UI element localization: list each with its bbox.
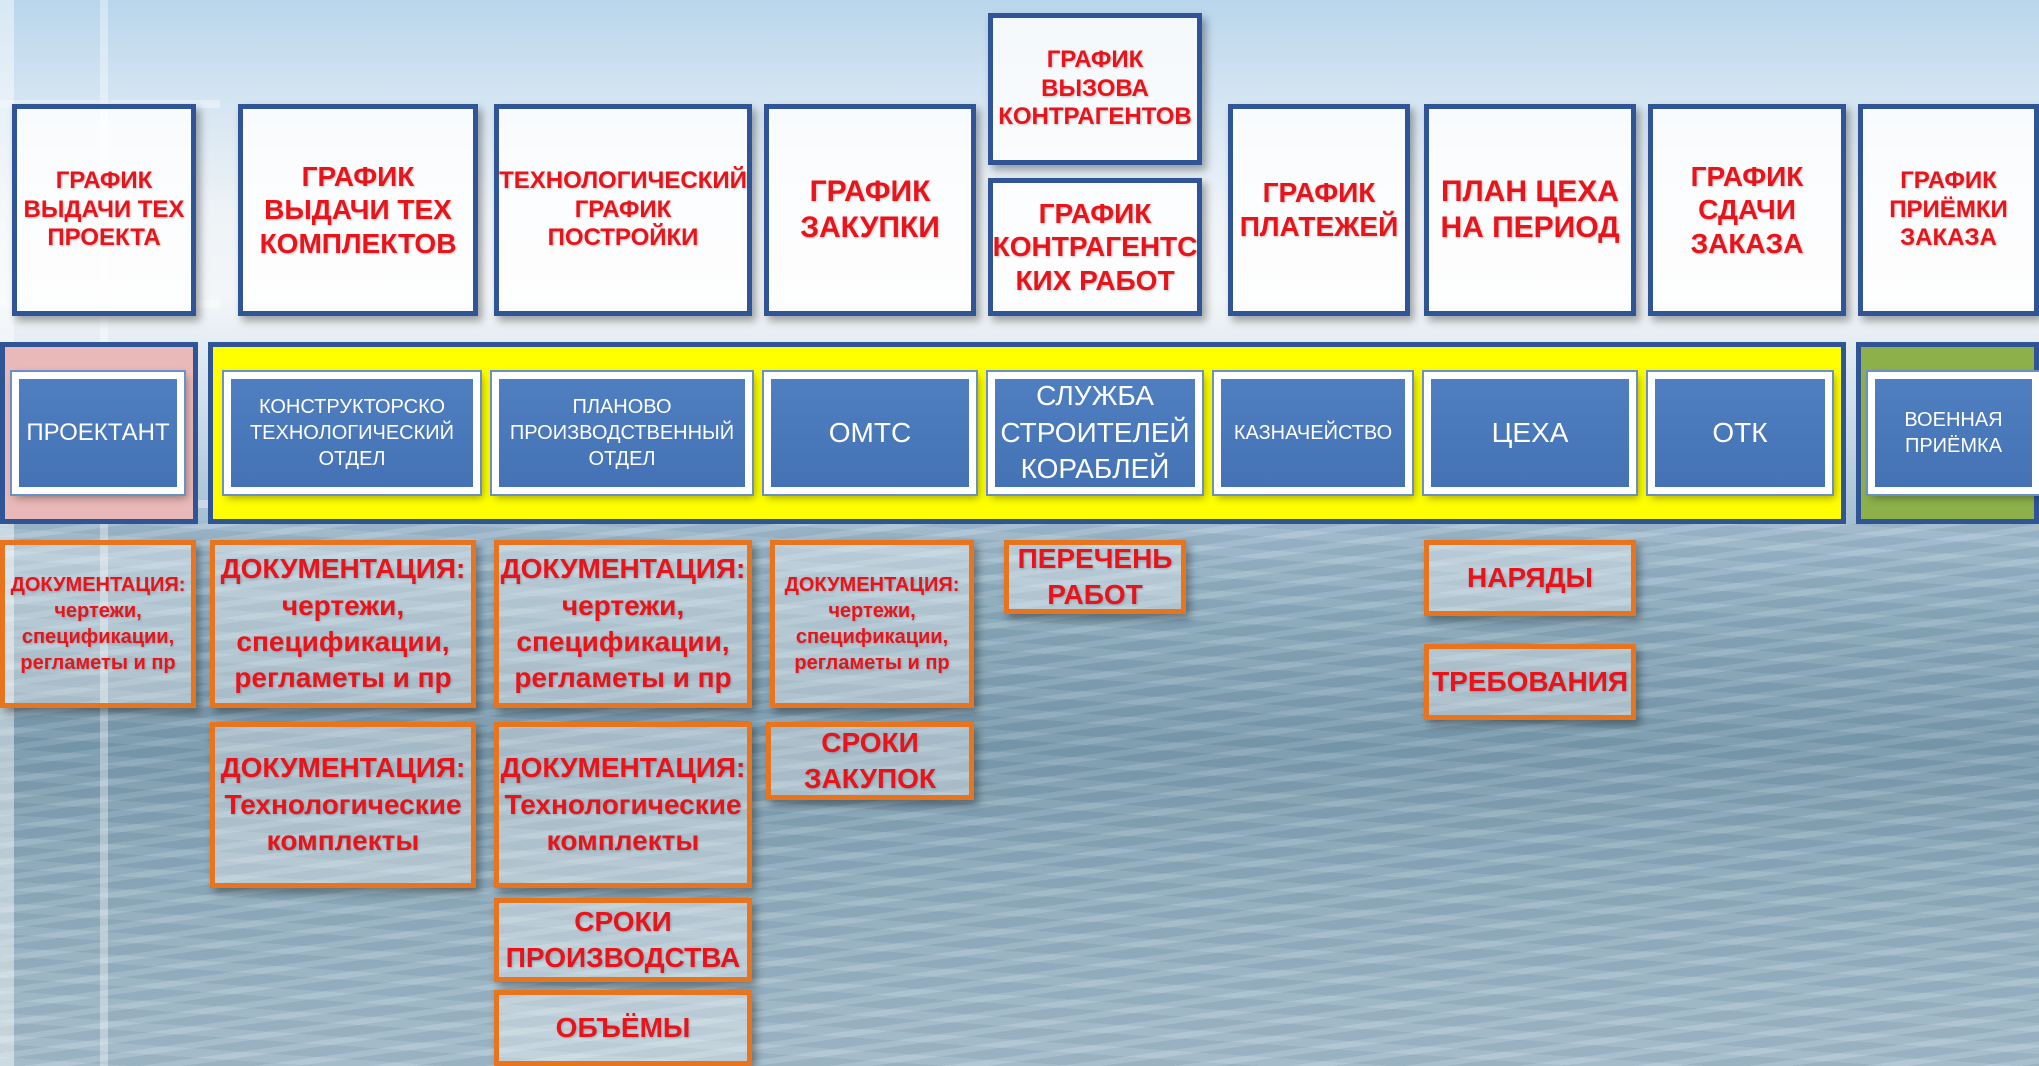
- doc-ppo-tech-sets: ДОКУМЕНТАЦИЯ: Технологические комплекты: [494, 722, 752, 888]
- doc-work-orders: НАРЯДЫ: [1424, 540, 1636, 616]
- doc-ppo-drawings: ДОКУМЕНТАЦИЯ: чертежи, спецификации, рег…: [494, 540, 752, 708]
- dept-quality-control: ОТК: [1648, 372, 1832, 494]
- doc-purchase-terms: СРОКИ ЗАКУПОК: [766, 722, 974, 800]
- schedule-tech-sets: ГРАФИК ВЫДАЧИ ТЕХ КОМПЛЕКТОВ: [238, 104, 478, 316]
- doc-works-list: ПЕРЕЧЕНЬ РАБОТ: [1004, 540, 1186, 614]
- schedule-payments: ГРАФИК ПЛАТЕЖЕЙ: [1228, 104, 1410, 316]
- dept-planning-production: ПЛАНОВО ПРОИЗВОДСТВЕННЫЙ ОТДЕЛ: [492, 372, 752, 494]
- doc-designer-drawings: ДОКУМЕНТАЦИЯ: чертежи, спецификации, рег…: [0, 540, 196, 708]
- schedule-purchasing: ГРАФИК ЗАКУПКИ: [764, 104, 976, 316]
- dept-designer: ПРОЕКТАНТ: [12, 372, 184, 494]
- schedule-contractor-call: ГРАФИК ВЫЗОВА КОНТРАГЕНТОВ: [988, 13, 1202, 165]
- doc-production-terms: СРОКИ ПРОИЗВОДСТВА: [494, 898, 752, 982]
- doc-omts-drawings: ДОКУМЕНТАЦИЯ: чертежи, спецификации, рег…: [770, 540, 974, 708]
- dept-omts: ОМТС: [764, 372, 976, 494]
- schedule-technological-construction: ТЕХНОЛОГИЧЕСКИЙ ГРАФИК ПОСТРОЙКИ: [494, 104, 752, 316]
- doc-requirements: ТРЕБОВАНИЯ: [1424, 644, 1636, 720]
- schedule-contractor-works: ГРАФИК КОНТРАГЕНТС КИХ РАБОТ: [988, 178, 1202, 316]
- dept-workshops: ЦЕХА: [1424, 372, 1636, 494]
- dept-military-acceptance: ВОЕННАЯ ПРИЁМКА: [1868, 372, 2039, 494]
- dept-treasury: КАЗНАЧЕЙСТВО: [1214, 372, 1412, 494]
- doc-kto-tech-sets: ДОКУМЕНТАЦИЯ: Технологические комплекты: [210, 722, 476, 888]
- schedule-tech-project: ГРАФИК ВЫДАЧИ ТЕХ ПРОЕКТА: [12, 104, 196, 316]
- dept-shipbuilders-service: СЛУЖБА СТРОИТЕЛЕЙ КОРАБЛЕЙ: [988, 372, 1202, 494]
- schedule-workshop-plan: ПЛАН ЦЕХА НА ПЕРИОД: [1424, 104, 1636, 316]
- doc-volumes: ОБЪЁМЫ: [494, 990, 752, 1066]
- doc-kto-drawings: ДОКУМЕНТАЦИЯ: чертежи, спецификации, рег…: [210, 540, 476, 708]
- schedule-order-acceptance: ГРАФИК ПРИЁМКИ ЗАКАЗА: [1858, 104, 2039, 316]
- dept-design-technology: КОНСТРУКТОРСКО ТЕХНОЛОГИЧЕСКИЙ ОТДЕЛ: [224, 372, 480, 494]
- schedule-order-delivery: ГРАФИК СДАЧИ ЗАКАЗА: [1648, 104, 1846, 316]
